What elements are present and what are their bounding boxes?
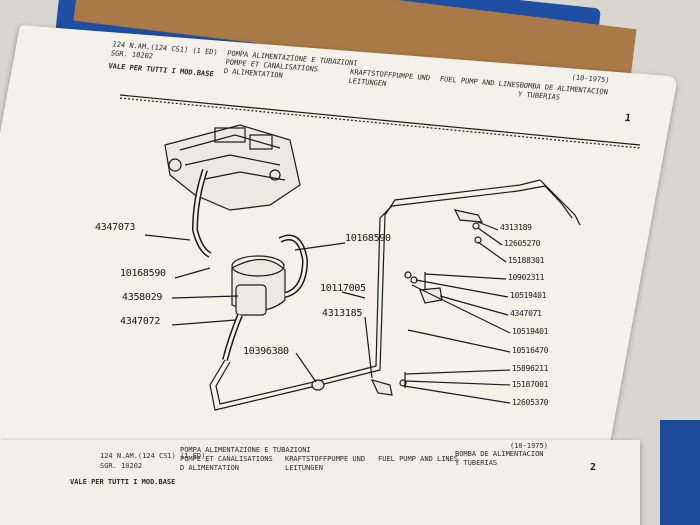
- callout-4347073: 4347073: [95, 222, 136, 233]
- p2-header-title-fr2: D ALIMENTATION: [180, 464, 240, 472]
- callout-12605370: 12605370: [512, 398, 549, 407]
- callout-10396380: 10396380: [243, 346, 289, 357]
- callout-12605270: 12605270: [504, 239, 541, 248]
- p2-header-model: 124 N.AM.(124 CS1) (1 ED): [100, 452, 206, 460]
- callout-10902311: 10902311: [508, 273, 545, 282]
- callout-10168590-right: 10168590: [345, 233, 391, 244]
- callout-4313189: 4313189: [500, 223, 532, 232]
- p2-header-title-it: POMPA ALIMENTAZIONE E TUBAZIONI: [180, 446, 311, 454]
- p2-header-title-fr: POMPE ET CANALISATIONS: [180, 455, 273, 463]
- callout-10516470: 10516470: [512, 346, 549, 355]
- catalog-page-2: 124 N.AM.(124 CS1) (1 ED) SGR. 10202 POM…: [0, 440, 640, 525]
- p2-header-title-de2: LEITUNGEN: [285, 464, 323, 472]
- callout-15188301: 15188301: [508, 256, 545, 265]
- diagram-lines: [119, 94, 641, 411]
- p2-header-title-es2: Y TUBERIAS: [455, 459, 498, 467]
- callout-10117005: 10117005: [320, 283, 366, 294]
- callout-10519401-a: 10519401: [510, 291, 547, 300]
- callout-4313185: 4313185: [322, 308, 363, 319]
- callout-4347071: 4347071: [510, 309, 542, 318]
- p2-header-title-de: KRAFTSTOFFPUMPE UND: [285, 455, 366, 463]
- callout-10519401-b: 10519401: [512, 327, 549, 336]
- p2-header-validity: VALE PER TUTTI I MOD.BASE: [70, 478, 176, 486]
- callout-4358029: 4358029: [122, 292, 163, 303]
- p2-header-date: (10-1975): [510, 442, 548, 450]
- p2-page-number: 2: [590, 462, 597, 473]
- callout-4347072: 4347072: [120, 316, 161, 327]
- callout-15187001: 15187001: [512, 380, 549, 389]
- callout-15896211: 15896211: [512, 364, 549, 373]
- p2-header-title-en: FUEL PUMP AND LINES: [378, 455, 459, 463]
- p2-header-sgr: SGR. 10202: [100, 462, 143, 470]
- blue-binder-corner: [660, 420, 700, 525]
- callout-10168590-left: 10168590: [120, 268, 166, 279]
- p2-header-title-es: BOMBA DE ALIMENTACION: [455, 450, 544, 458]
